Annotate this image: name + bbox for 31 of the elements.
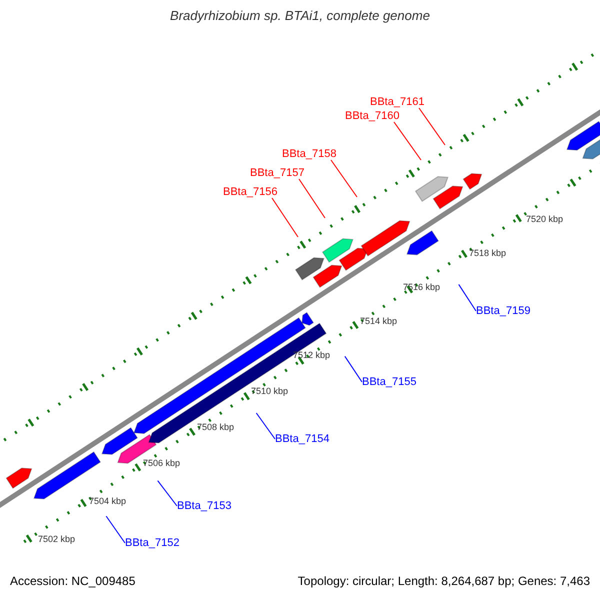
leader-line xyxy=(418,108,446,146)
gene-label: BBta_7157 xyxy=(250,167,304,179)
gene-label: BBta_7159 xyxy=(476,305,530,317)
scale-label: 7508 kbp xyxy=(197,421,234,433)
scale-label: 7506 kbp xyxy=(143,457,180,469)
accession-text: Accession: NC_009485 xyxy=(10,575,136,587)
genome-info-text: Topology: circular; Length: 8,264,687 bp; Genes: 7,463 xyxy=(298,575,590,587)
leader-line xyxy=(106,516,126,544)
scale-label: 7518 kbp xyxy=(469,247,506,259)
chart-title: Bradyrhizobium sp. BTAi1, complete genome xyxy=(169,10,431,22)
gene-label: BBta_7155 xyxy=(362,376,416,388)
gene-label: BBta_7160 xyxy=(345,110,400,122)
leader-line xyxy=(330,160,358,198)
scale-label: 7520 kbp xyxy=(526,213,564,225)
leader-line xyxy=(272,198,298,238)
leader-line xyxy=(344,356,362,382)
gene-label: BBta_7158 xyxy=(282,148,336,160)
gene-label: BBta_7156 xyxy=(223,186,278,198)
leader-line xyxy=(298,178,326,218)
gene-label: BBta_7153 xyxy=(177,500,232,512)
gene-label: BBta_7154 xyxy=(275,433,330,445)
scale-label: 7504 kbp xyxy=(89,495,126,507)
scale-label: 7514 kbp xyxy=(360,315,398,327)
leader-line xyxy=(256,412,276,440)
gene-label: BBta_7152 xyxy=(125,537,180,549)
leader-line xyxy=(458,284,476,312)
scale-label: 7502 kbp xyxy=(38,533,76,545)
scale-label: 7510 kbp xyxy=(251,385,288,397)
leader-line xyxy=(157,480,178,506)
gene-label: BBta_7161 xyxy=(370,96,424,108)
leader-line xyxy=(394,122,422,160)
